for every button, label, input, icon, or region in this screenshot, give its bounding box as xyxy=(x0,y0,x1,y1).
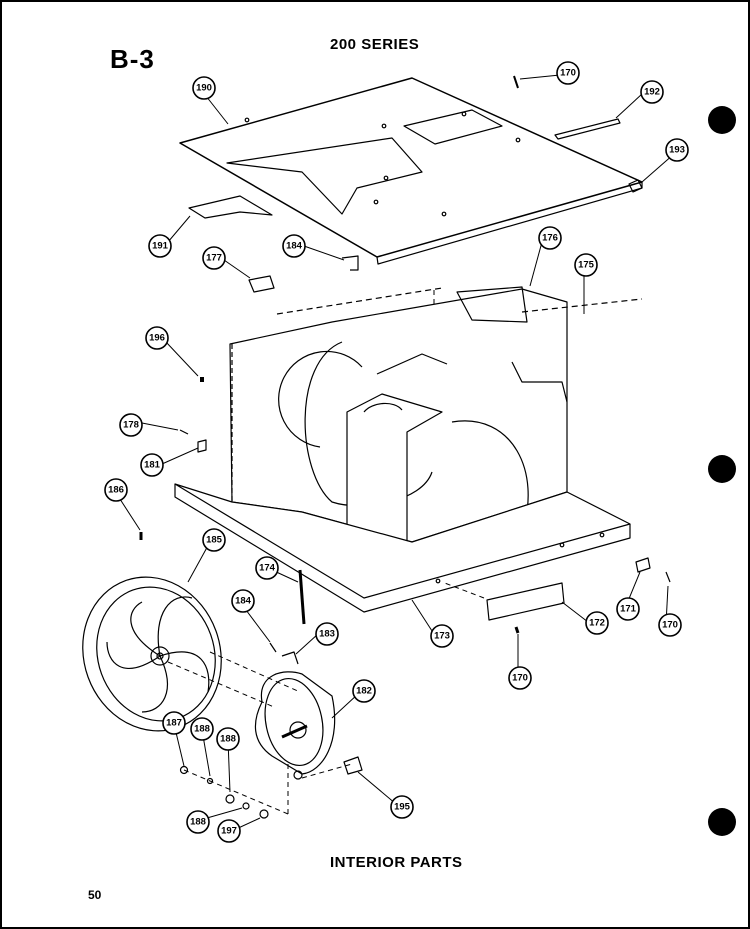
binder-hole-bottom xyxy=(708,808,736,836)
svg-text:191: 191 xyxy=(152,241,169,252)
svg-text:186: 186 xyxy=(108,485,124,496)
callout-182: 182 xyxy=(352,679,376,703)
callout-197: 197 xyxy=(217,819,241,843)
callout-170-top: 170 xyxy=(556,61,580,85)
series-title: 200 SERIES xyxy=(330,36,420,53)
svg-text:195: 195 xyxy=(394,802,411,813)
svg-text:181: 181 xyxy=(144,460,161,471)
top-cover-drawing xyxy=(179,77,643,258)
svg-text:196: 196 xyxy=(149,333,165,344)
callout-187: 187 xyxy=(162,711,186,735)
callout-188-a: 188 xyxy=(190,717,214,741)
svg-text:176: 176 xyxy=(542,233,558,244)
callout-188-b: 188 xyxy=(216,727,240,751)
binder-hole-top xyxy=(708,106,736,134)
page-number: 50 xyxy=(88,888,102,902)
strip-drawing xyxy=(486,582,565,621)
binder-hole-middle xyxy=(708,455,736,483)
callout-176: 176 xyxy=(538,226,562,250)
callout-184-small: 184 xyxy=(231,589,255,613)
svg-text:170: 170 xyxy=(560,68,576,79)
svg-text:187: 187 xyxy=(166,718,182,729)
callout-186: 186 xyxy=(104,478,128,502)
svg-text:197: 197 xyxy=(221,826,237,837)
callout-195: 195 xyxy=(390,795,414,819)
callout-196: 196 xyxy=(145,326,169,350)
svg-text:177: 177 xyxy=(206,253,222,264)
callout-190: 190 xyxy=(192,76,216,100)
callout-171: 171 xyxy=(616,597,640,621)
callout-188-c: 188 xyxy=(186,810,210,834)
callout-185: 185 xyxy=(202,528,226,552)
callout-183: 183 xyxy=(315,622,339,646)
callout-170-right: 170 xyxy=(658,613,682,637)
svg-text:170: 170 xyxy=(662,620,678,631)
callout-174: 174 xyxy=(255,556,279,580)
callout-172: 172 xyxy=(585,611,609,635)
svg-text:188: 188 xyxy=(190,817,206,828)
callout-184-cover: 184 xyxy=(282,234,306,258)
svg-text:174: 174 xyxy=(259,563,276,574)
shroud-drawing xyxy=(188,195,273,219)
callout-193: 193 xyxy=(665,138,689,162)
svg-text:173: 173 xyxy=(434,631,450,642)
section-code: B-3 xyxy=(110,44,155,74)
svg-text:183: 183 xyxy=(319,629,335,640)
svg-text:188: 188 xyxy=(220,734,236,745)
svg-text:188: 188 xyxy=(194,724,210,735)
diagram-caption: INTERIOR PARTS xyxy=(330,854,463,871)
callout-191: 191 xyxy=(148,234,172,258)
callout-177: 177 xyxy=(202,246,226,270)
svg-text:192: 192 xyxy=(644,87,660,98)
callout-173: 173 xyxy=(430,624,454,648)
svg-text:190: 190 xyxy=(196,83,212,94)
svg-text:175: 175 xyxy=(578,260,595,271)
callout-175: 175 xyxy=(574,253,598,277)
svg-text:170: 170 xyxy=(512,673,528,684)
base-pan-drawing xyxy=(174,483,631,599)
callout-192: 192 xyxy=(640,80,664,104)
svg-text:193: 193 xyxy=(669,145,685,156)
svg-text:184: 184 xyxy=(286,241,303,252)
svg-text:184: 184 xyxy=(235,596,252,607)
svg-text:185: 185 xyxy=(206,535,223,546)
callout-170-base: 170 xyxy=(508,666,532,690)
callout-178: 178 xyxy=(119,413,143,437)
motor-drawing xyxy=(254,671,336,780)
fan-drawing xyxy=(82,576,222,732)
svg-text:178: 178 xyxy=(123,420,139,431)
svg-text:172: 172 xyxy=(589,618,605,629)
svg-text:182: 182 xyxy=(356,686,372,697)
callout-181: 181 xyxy=(140,453,164,477)
svg-text:171: 171 xyxy=(620,604,637,615)
top-rail-drawing xyxy=(554,118,621,140)
